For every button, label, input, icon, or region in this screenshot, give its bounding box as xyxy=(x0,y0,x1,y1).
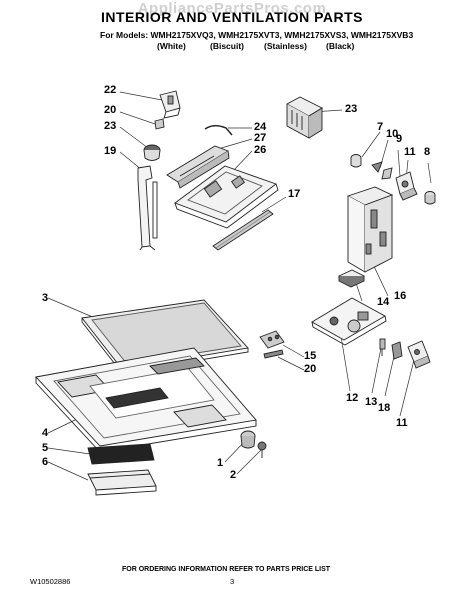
callout-25: 24 xyxy=(254,121,267,133)
part-3-filter xyxy=(81,299,249,374)
part-20-pin xyxy=(263,349,284,359)
part-12-motor-plate xyxy=(311,297,387,346)
callout-7: 7 xyxy=(377,121,384,133)
callout-18: 18 xyxy=(378,402,391,414)
page-number: 3 xyxy=(230,577,235,586)
main-cavity-base xyxy=(35,347,257,453)
callout-11-upper: 11 xyxy=(404,146,416,158)
callout-1: 1 xyxy=(217,457,224,469)
callout-26: 26 xyxy=(254,144,267,156)
callout-24: 23 xyxy=(104,120,117,132)
doc-number: W10502886 xyxy=(30,577,71,586)
models-line: For Models: WMH2175XVQ3, WMH2175XVT3, WM… xyxy=(100,30,414,40)
part-19-bracket xyxy=(137,165,158,251)
part-13-switch xyxy=(379,338,386,356)
finish-black: (Black) xyxy=(326,41,355,51)
part-27-lamp-housing xyxy=(166,145,230,189)
part-21-clip xyxy=(154,118,165,130)
part-11-relay-lower xyxy=(407,340,431,369)
part-26-tray xyxy=(174,165,279,229)
part-7-spacer xyxy=(350,154,362,168)
callout-9: 9 xyxy=(396,133,403,145)
part-14-pad xyxy=(337,269,366,288)
callout-20: 20 xyxy=(304,363,317,375)
callout-11-lower: 11 xyxy=(396,417,408,429)
callout-2: 2 xyxy=(230,469,237,481)
callout-15: 15 xyxy=(304,350,317,362)
callout-21: 20 xyxy=(104,104,117,116)
part-22-transformer xyxy=(286,96,323,139)
page-title: INTERIOR AND VENTILATION PARTS xyxy=(100,9,364,25)
finish-biscuit: (Biscuit) xyxy=(210,41,244,51)
callout-22: 23 xyxy=(345,103,358,115)
callout-13: 13 xyxy=(365,396,378,408)
callout-27: 27 xyxy=(254,132,267,144)
callout-17: 17 xyxy=(288,188,301,200)
callout-19: 19 xyxy=(104,145,117,157)
ordering-info: FOR ORDERING INFORMATION REFER TO PARTS … xyxy=(122,566,331,573)
finish-stainless: (Stainless) xyxy=(264,41,307,51)
part-24-capacitor xyxy=(143,144,161,161)
callout-12: 12 xyxy=(346,392,359,404)
part-11-relay xyxy=(395,171,418,201)
callout-5: 5 xyxy=(42,442,49,454)
part-8-fuse xyxy=(424,191,436,205)
callout-14: 14 xyxy=(377,296,390,308)
callout-6: 6 xyxy=(42,456,49,468)
callout-10: 10 xyxy=(386,128,399,140)
part-10-clip xyxy=(371,161,383,173)
part-16-housing xyxy=(346,186,394,273)
callout-16: 16 xyxy=(394,290,407,302)
callout-23: 22 xyxy=(104,84,117,96)
part-1-2-knob xyxy=(240,430,267,458)
callout-4: 4 xyxy=(42,427,49,439)
finish-white: (White) xyxy=(157,41,186,51)
part-5-panel xyxy=(87,443,155,465)
part-17-rod xyxy=(212,209,274,251)
callout-8: 8 xyxy=(424,146,431,158)
part-25-wire xyxy=(204,125,233,136)
part-23-bracket xyxy=(159,90,181,119)
callout-3: 3 xyxy=(42,292,49,304)
part-6-plate xyxy=(87,469,157,496)
part-9-spring xyxy=(381,167,393,180)
part-18-connector xyxy=(391,341,403,360)
part-15-switch xyxy=(259,330,285,349)
watermark: AppliancePartsPros.com xyxy=(137,0,327,17)
